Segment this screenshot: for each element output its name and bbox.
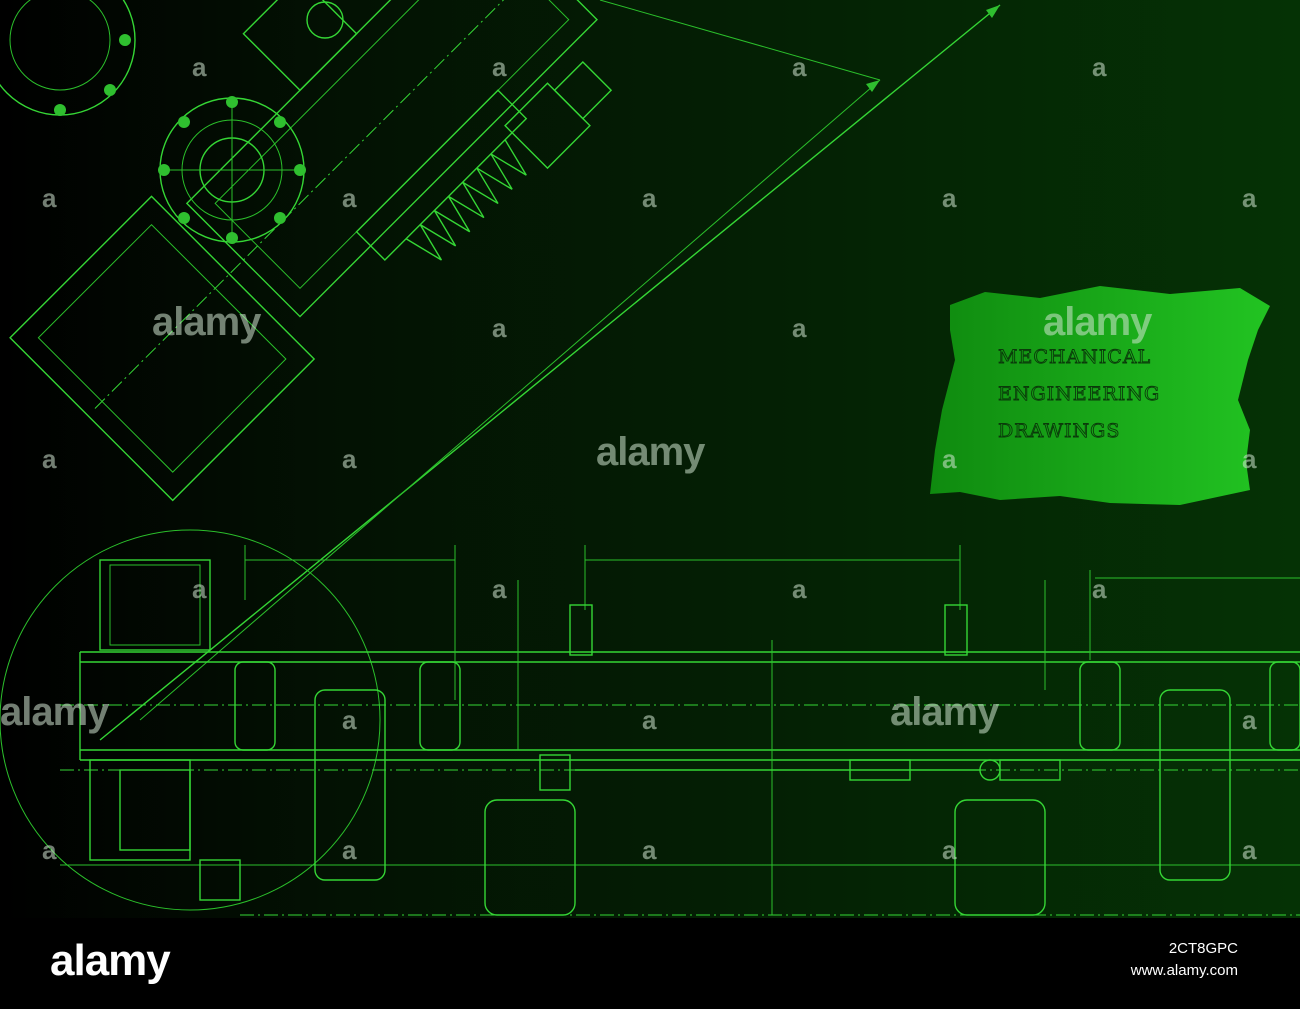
- diagonal-assembly: [9, 0, 613, 502]
- site-url: www.alamy.com: [1130, 962, 1238, 979]
- watermark-glyph: a: [192, 52, 207, 82]
- watermark: alamy: [0, 690, 109, 734]
- watermark-glyph: a: [942, 835, 957, 865]
- image-id: 2CT8GPC: [1168, 940, 1238, 957]
- watermark-glyph: a: [492, 313, 507, 343]
- watermark: alamy: [596, 430, 705, 474]
- badge-line-2: ENGINEERING: [998, 383, 1160, 405]
- watermark-glyph: a: [1242, 705, 1257, 735]
- watermark-glyph: a: [342, 705, 357, 735]
- watermark-glyph: a: [942, 444, 957, 474]
- watermark-glyph: a: [1242, 444, 1257, 474]
- drawing-canvas: MECHANICAL ENGINEERING DRAWINGS alamy al…: [0, 0, 1300, 918]
- frame: [60, 545, 1300, 916]
- watermark-glyph: a: [342, 183, 357, 213]
- watermark-glyph: a: [342, 835, 357, 865]
- flange-top: [158, 96, 306, 244]
- watermark-glyph: a: [792, 52, 807, 82]
- watermark-glyph: a: [492, 574, 507, 604]
- badge-line-3: DRAWINGS: [998, 420, 1120, 442]
- watermark-glyph: a: [942, 183, 957, 213]
- watermark-glyph: a: [1242, 183, 1257, 213]
- watermark-glyph: a: [642, 835, 657, 865]
- badge-line-1: MECHANICAL: [998, 346, 1151, 368]
- flange-corner: [0, 0, 344, 116]
- watermark: alamy: [152, 300, 261, 344]
- alamy-logo: alamy: [50, 936, 171, 985]
- title-badge: MECHANICAL ENGINEERING DRAWINGS: [930, 286, 1270, 505]
- watermark-glyph: a: [492, 52, 507, 82]
- watermark-glyph: a: [192, 574, 207, 604]
- watermark-glyph: a: [342, 444, 357, 474]
- watermark-glyph: a: [42, 444, 57, 474]
- watermark-glyph: a: [1242, 835, 1257, 865]
- watermark-glyph: a: [642, 183, 657, 213]
- watermark-glyph: a: [42, 835, 57, 865]
- stock-footer: alamy 2CT8GPC www.alamy.com: [0, 918, 1300, 1009]
- engineering-drawing: MECHANICAL ENGINEERING DRAWINGS: [0, 0, 1300, 916]
- image-reference: 2CT8GPC www.alamy.com: [1131, 938, 1238, 982]
- watermark: alamy: [1043, 300, 1152, 344]
- watermark-glyph: a: [642, 705, 657, 735]
- watermark-glyph: a: [1092, 52, 1107, 82]
- watermark: alamy: [890, 690, 999, 734]
- watermark-glyph: a: [792, 313, 807, 343]
- watermark-glyph: a: [1092, 574, 1107, 604]
- watermark-glyph: a: [42, 183, 57, 213]
- watermark-glyph: a: [792, 574, 807, 604]
